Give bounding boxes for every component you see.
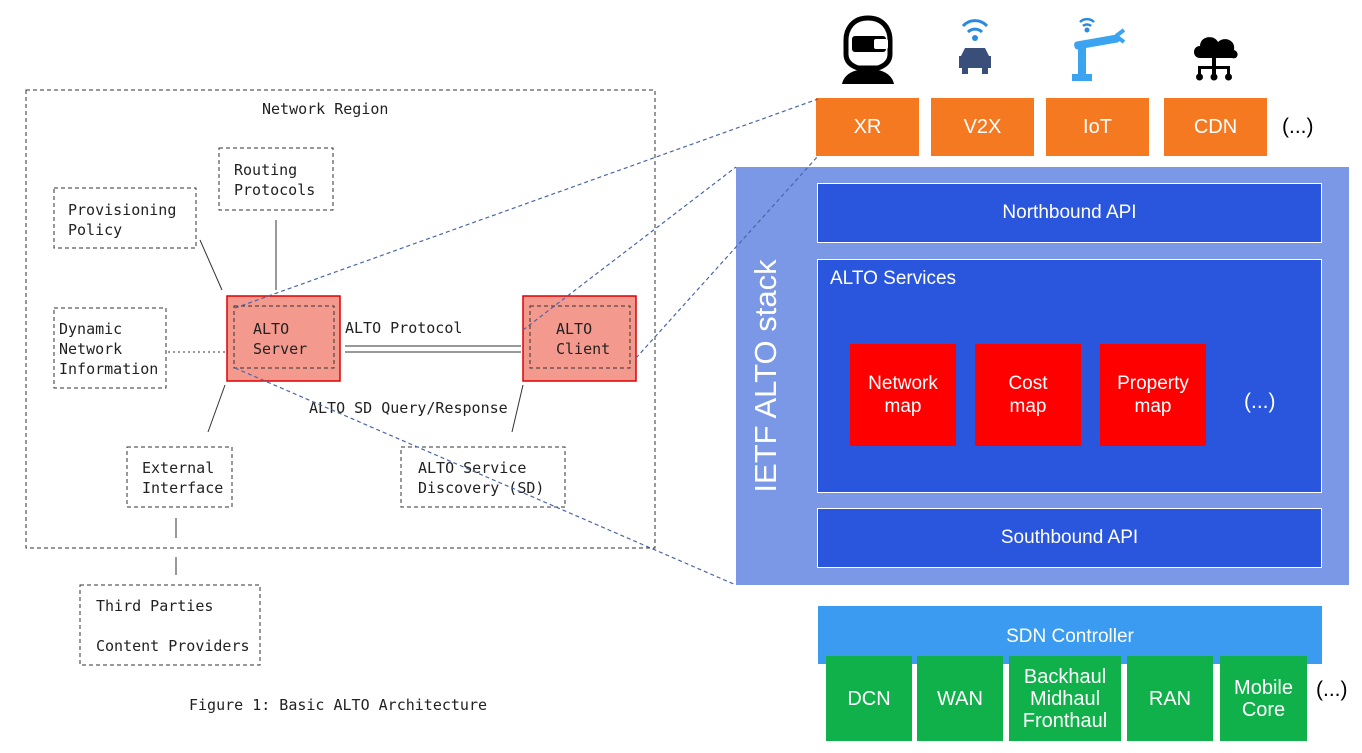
backhaul-line-2: Midhaul — [1029, 687, 1101, 710]
domain-backhaul: Backhaul Midhaul Fronthaul — [1009, 656, 1121, 741]
cost-map-line-2: map — [1009, 396, 1047, 417]
stack-label: IETF ALTO stack — [748, 259, 783, 493]
services-more-label: (...) — [1244, 390, 1276, 413]
backhaul-line-1: Backhaul — [1023, 665, 1107, 688]
sd-query-label: ALTO SD Query/Response — [309, 399, 508, 417]
routing-line-2: Protocols — [234, 181, 316, 199]
service-property-map: Property map — [1100, 344, 1206, 446]
alto-protocol-label: ALTO Protocol — [345, 319, 463, 337]
dynamic-line-2: Network — [59, 340, 123, 358]
network-map-line-2: map — [884, 396, 922, 417]
backhaul-line-3: Fronthaul — [1022, 709, 1108, 732]
southbound-api: Southbound API — [817, 508, 1322, 568]
provisioning-line-1: Provisioning — [68, 201, 177, 219]
domain-ran: RAN — [1127, 656, 1213, 741]
mobile-core-line-1: Mobile — [1234, 676, 1293, 699]
alto-client-box: ALTO Client — [556, 319, 610, 359]
dynamic-line-3: Information — [59, 360, 159, 378]
alto-server-line-2: Server — [253, 340, 308, 358]
figure-caption: Figure 1: Basic ALTO Architecture — [189, 696, 488, 714]
sdn-controller: SDN Controller — [818, 606, 1322, 664]
dcn-line-1: DCN — [847, 687, 891, 710]
wifi-robot-arm-icon — [1072, 17, 1126, 81]
service-cost-map: Cost map — [975, 344, 1081, 446]
app-box-iot: IoT — [1046, 98, 1149, 156]
external-line-2: Interface — [142, 479, 224, 497]
third-parties-line-1: Third Parties — [96, 597, 214, 615]
app-box-cdn: CDN — [1164, 98, 1267, 156]
domain-mobile-core: Mobile Core — [1220, 656, 1307, 741]
property-map-line-1: Property — [1117, 373, 1189, 394]
provisioning-line-2: Policy — [68, 221, 123, 239]
third-parties-line-2: Content Providers — [96, 637, 250, 655]
external-interface-box: External Interface — [142, 458, 223, 498]
provisioning-policy-box: Provisioning Policy — [68, 200, 176, 240]
apps-more-label: (...) — [1282, 115, 1314, 138]
external-line-1: External — [142, 459, 215, 477]
wan-line-1: WAN — [937, 687, 983, 710]
vr-headset-icon — [842, 15, 894, 84]
sd-line-2: Discovery (SD) — [418, 479, 545, 497]
ran-line-1: RAN — [1148, 687, 1192, 710]
cost-map-line-1: Cost — [1008, 373, 1048, 394]
domain-wan: WAN — [917, 656, 1003, 741]
network-region-label: Network Region — [262, 100, 389, 118]
network-map-line-1: Network — [868, 373, 938, 394]
alto-client-line-1: ALTO — [556, 320, 593, 338]
property-map-line-2: map — [1134, 396, 1172, 417]
routing-line-1: Routing — [234, 161, 298, 179]
alto-server-box: ALTO Server — [253, 319, 307, 359]
mobile-core-line-2: Core — [1241, 698, 1286, 721]
alto-client-line-2: Client — [556, 340, 611, 358]
dynamic-line-1: Dynamic — [59, 320, 123, 338]
sd-line-1: ALTO Service — [418, 459, 527, 477]
alto-server-line-1: ALTO — [253, 320, 290, 338]
wifi-car-icon — [959, 19, 991, 74]
domain-dcn: DCN — [826, 656, 912, 741]
routing-protocols-box: Routing Protocols — [234, 160, 315, 200]
third-parties-box: Third Parties Content Providers — [96, 597, 250, 655]
alto-services-title: ALTO Services — [830, 268, 957, 289]
domains-more-label: (...) — [1316, 678, 1348, 701]
northbound-api: Northbound API — [817, 183, 1322, 243]
cloud-network-icon — [1194, 37, 1238, 81]
service-discovery-box: ALTO Service Discovery (SD) — [418, 458, 544, 498]
app-box-v2x: V2X — [931, 98, 1034, 156]
dynamic-network-info-box: Dynamic Network Information — [59, 319, 158, 379]
service-network-map: Network map — [850, 344, 956, 446]
app-box-xr: XR — [816, 98, 919, 156]
